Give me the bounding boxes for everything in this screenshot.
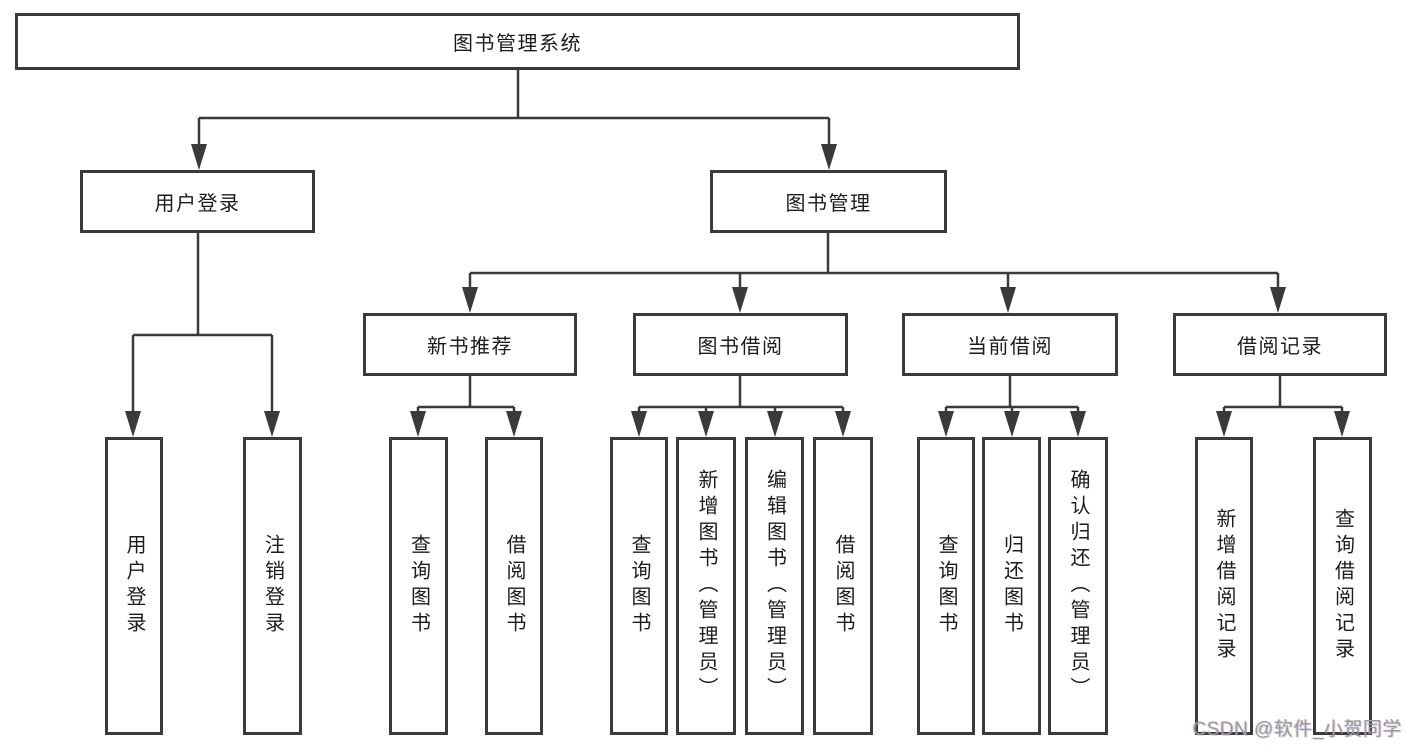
node-edit-books-admin: 编辑图书（管理员）: [745, 437, 804, 735]
arrow-down-icon: [462, 287, 478, 313]
arrow-down-icon: [631, 411, 647, 437]
connector-records-split: [1222, 376, 1344, 413]
node-logout-action-label: 注销登录: [261, 534, 284, 638]
arrow-down-icon: [125, 411, 141, 437]
connector-user-login-split: [131, 233, 274, 413]
node-add-borrow-record: 新增借阅记录: [1195, 437, 1253, 735]
node-borrow-records-label: 借阅记录: [1237, 336, 1323, 358]
arrow-down-icon: [767, 411, 783, 437]
arrow-down-icon: [698, 411, 714, 437]
node-book-management-label: 图书管理: [785, 193, 872, 215]
node-borrow-books-recommend-label: 借阅图书: [503, 534, 525, 638]
node-borrow-books-recommend: 借阅图书: [485, 437, 543, 735]
node-edit-books-admin-label: 编辑图书（管理员）: [763, 469, 786, 703]
arrow-down-icon: [821, 144, 837, 170]
node-logout-action: 注销登录: [243, 437, 302, 735]
node-borrow-books-action: 借阅图书: [813, 437, 873, 735]
node-new-book-recommend: 新书推荐: [363, 313, 577, 376]
node-return-books: 归还图书: [982, 437, 1041, 735]
node-user-login-label: 用户登录: [154, 193, 241, 215]
node-query-books-recommend-label: 查询图书: [407, 534, 430, 638]
arrow-down-icon: [1216, 411, 1232, 437]
node-new-book-recommend-label: 新书推荐: [427, 336, 513, 358]
node-query-books-borrow: 查询图书: [610, 437, 668, 735]
arrow-down-icon: [1070, 411, 1086, 437]
node-return-books-label: 归还图书: [1000, 534, 1023, 638]
node-current-borrow: 当前借阅: [902, 313, 1118, 376]
node-user-login-action-label: 用户登录: [123, 534, 145, 638]
node-query-books-current-label: 查询图书: [935, 534, 957, 638]
node-add-books-admin-label: 新增图书（管理员）: [695, 469, 717, 703]
arrow-down-icon: [191, 144, 207, 170]
node-user-login-action: 用户登录: [105, 437, 163, 735]
node-confirm-return-admin-label: 确认归还（管理员）: [1067, 469, 1089, 703]
arrow-down-icon: [835, 411, 851, 437]
arrow-down-icon: [732, 287, 748, 313]
csdn-watermark: CSDN @软件_小贺同学: [1192, 719, 1402, 740]
connector-book-borrow-split: [637, 376, 845, 413]
node-user-login: 用户登录: [80, 170, 315, 233]
arrow-down-icon: [938, 411, 954, 437]
node-library-system-label: 图书管理系统: [453, 33, 582, 55]
node-add-books-admin: 新增图书（管理员）: [676, 437, 736, 735]
node-library-system: 图书管理系统: [15, 13, 1020, 70]
node-add-borrow-record-label: 新增借阅记录: [1213, 508, 1235, 664]
arrow-down-icon: [506, 411, 522, 437]
node-borrow-books-action-label: 借阅图书: [832, 534, 854, 638]
node-current-borrow-label: 当前借阅: [967, 336, 1053, 358]
node-book-borrow-label: 图书借阅: [697, 336, 784, 358]
arrow-down-icon: [264, 411, 280, 437]
node-query-books-current: 查询图书: [917, 437, 975, 735]
node-book-borrow: 图书借阅: [633, 313, 848, 376]
node-confirm-return-admin: 确认归还（管理员）: [1048, 437, 1108, 735]
arrow-down-icon: [1270, 287, 1286, 313]
arrow-down-icon: [1004, 411, 1020, 437]
connector-book-management-split: [468, 233, 1280, 289]
connector-root-split: [197, 70, 831, 146]
node-book-management: 图书管理: [710, 170, 947, 233]
node-query-books-recommend: 查询图书: [389, 437, 448, 735]
arrow-down-icon: [410, 411, 426, 437]
arrow-down-icon: [1334, 411, 1350, 437]
node-borrow-records: 借阅记录: [1173, 313, 1387, 376]
connector-current-borrow-split: [944, 376, 1080, 413]
connector-new-book-split: [416, 376, 516, 413]
node-query-books-borrow-label: 查询图书: [628, 534, 650, 638]
node-query-borrow-record-label: 查询借阅记录: [1331, 508, 1354, 664]
arrow-down-icon: [1000, 287, 1016, 313]
node-query-borrow-record: 查询借阅记录: [1313, 437, 1372, 735]
